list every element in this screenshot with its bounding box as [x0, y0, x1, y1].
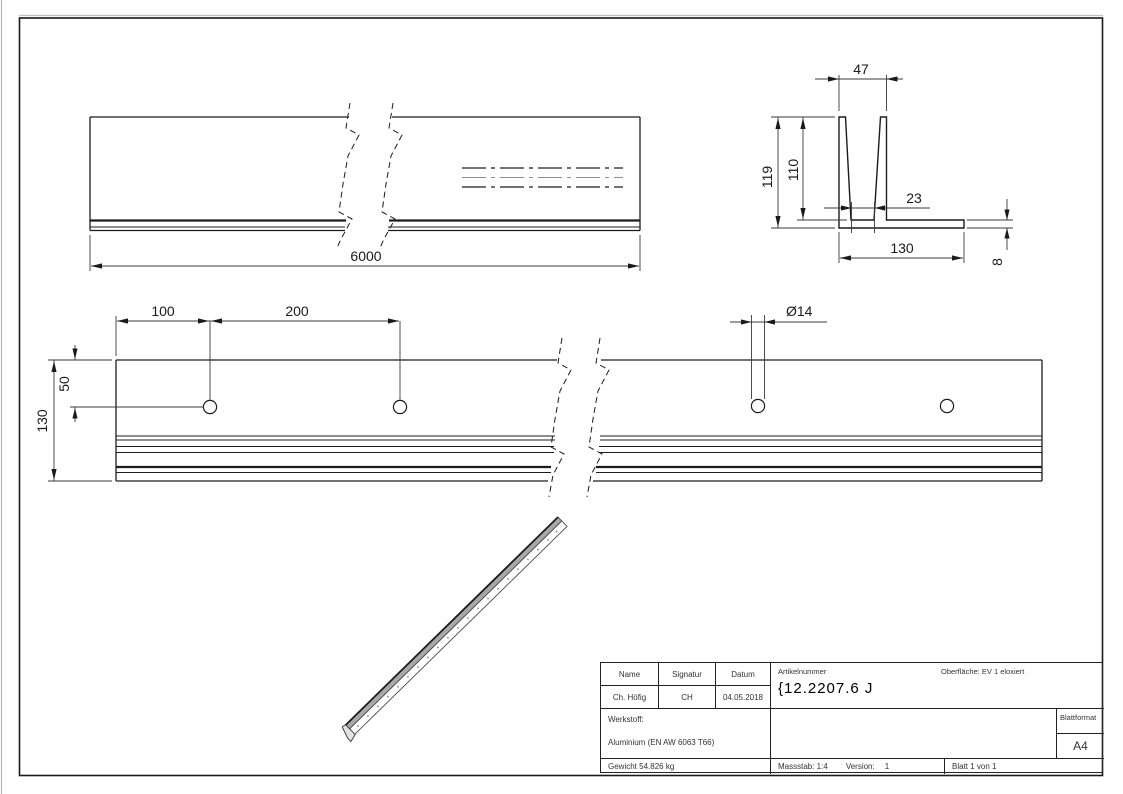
- blatt-cell: Blatt 1 von 1: [952, 762, 997, 771]
- massstab-cell: Massstab: 1:4 Version: 1: [771, 759, 945, 774]
- dim-100-200: 100 200: [115, 303, 401, 400]
- dim-47: 47: [815, 61, 903, 111]
- dim-50: 50: [48, 345, 203, 422]
- dim-23: 23: [824, 190, 930, 233]
- artikelnummer-cell: Artikelnummer Oberfläche: EV 1 eloxiert …: [771, 663, 1104, 709]
- name-value: Ch. Höfig: [601, 686, 659, 709]
- werkstoff-cell: Werkstoff: Aluminium (EN AW 6063 T66): [601, 709, 771, 759]
- dim-200-label: 200: [285, 303, 309, 319]
- plan-view: [115, 337, 1043, 498]
- dim-47-label: 47: [853, 61, 869, 77]
- dim-hole-dia: Ø14: [730, 303, 827, 399]
- titleblock-header-datum: Datum: [716, 663, 771, 686]
- profile-section-outline: [838, 116, 965, 229]
- dim-130-plan: 130: [34, 360, 112, 482]
- title-block: Name Signatur Datum Artikelnummer Oberfl…: [600, 662, 1104, 774]
- artikelnummer-value: {12.2207.6 J: [778, 680, 874, 697]
- dim-130-plan-label: 130: [34, 409, 50, 433]
- dim-100-label: 100: [151, 303, 175, 319]
- blattformat-value: A4: [1056, 734, 1104, 759]
- break-lines-side: [336, 102, 403, 249]
- werkstoff-label: Werkstoff:: [608, 715, 644, 724]
- dim-110-label: 110: [785, 159, 801, 182]
- dim-8: 8: [967, 199, 1013, 266]
- signatur-value: CH: [659, 686, 716, 709]
- artikelnummer-label: Artikelnummer: [778, 667, 827, 676]
- titleblock-header-name: Name: [601, 663, 659, 686]
- blattformat-label-cell: Blattformat: [1056, 709, 1104, 734]
- section-view: 47 119 110 23: [759, 61, 1013, 266]
- drawing-frame: [18, 17, 1104, 777]
- side-view: [89, 102, 641, 249]
- gewicht-cell: Gewicht 54.826 kg: [601, 759, 771, 774]
- empty-cell: [771, 709, 1056, 759]
- isometric-holes: [357, 530, 558, 727]
- hole-2: [392, 399, 408, 415]
- oberflaeche-label: Oberfläche: EV 1 eloxiert: [941, 667, 1025, 676]
- datum-value: 04.05.2018: [716, 686, 771, 709]
- dim-23-label: 23: [906, 190, 922, 206]
- break-lines-plan: [548, 337, 610, 498]
- version-label: Version:: [845, 762, 875, 771]
- hole-3: [750, 398, 766, 414]
- isometric-end-face: [341, 723, 356, 743]
- hole-4: [939, 398, 955, 414]
- dim-130-base: 130: [838, 232, 965, 263]
- blattformat-label: Blattformat: [1060, 713, 1097, 722]
- dim-119-label: 119: [759, 166, 775, 189]
- centerline-group: [462, 167, 623, 188]
- hole-1: [202, 399, 218, 415]
- werkstoff-value: Aluminium (EN AW 6063 T66): [608, 738, 715, 747]
- dim-6000-label: 6000: [350, 248, 381, 264]
- dim-8-label: 8: [989, 258, 1005, 266]
- dim-50-label: 50: [56, 376, 72, 392]
- dim-hole-dia-label: Ø14: [786, 303, 813, 319]
- titleblock-header-signatur: Signatur: [659, 663, 716, 686]
- dim-6000: 6000: [89, 235, 641, 271]
- massstab-value: Massstab: 1:4: [778, 762, 828, 771]
- dim-130-base-label: 130: [890, 240, 914, 256]
- isometric-view: [341, 516, 568, 743]
- dim-110: 110: [785, 117, 847, 221]
- version-value: 1: [884, 762, 890, 771]
